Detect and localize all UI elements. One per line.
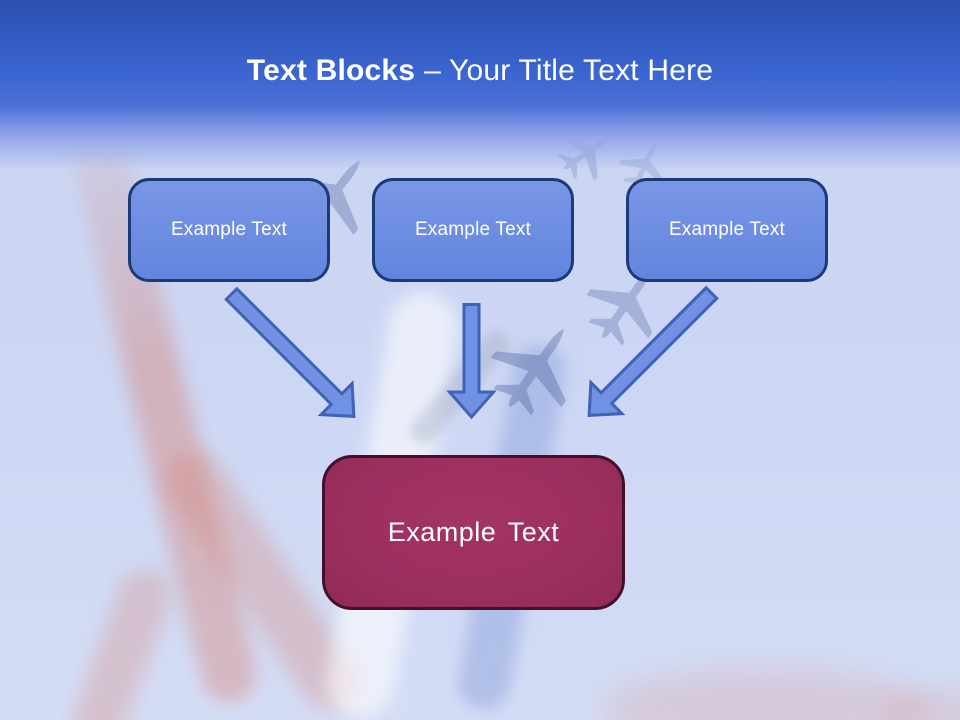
source-box-1: Example Text: [128, 178, 330, 282]
target-box-label: Example Text: [387, 517, 560, 547]
jet-plane-icon: [586, 269, 653, 346]
target-box: Example Text: [322, 455, 625, 610]
source-box-1-label: Example Text: [170, 219, 288, 240]
source-box-2-label: Example Text: [414, 219, 532, 240]
arrow-down-icon: [446, 303, 497, 420]
title-banner: [0, 0, 960, 170]
contrail-red-corner: [64, 561, 178, 720]
source-box-2: Example Text: [372, 178, 574, 282]
arrow-down-right-icon: [224, 286, 356, 418]
title-regular-segment: – Your Title Text Here: [424, 54, 714, 87]
title-bold-segment: Text Blocks: [246, 54, 416, 87]
arrow-down-left-icon: [587, 285, 719, 417]
source-box-3: Example Text: [626, 178, 828, 282]
jet-plane-icon: [490, 328, 566, 416]
source-box-3-label: Example Text: [668, 219, 786, 240]
slide-title: Text Blocks– Your Title Text Here: [0, 54, 960, 88]
